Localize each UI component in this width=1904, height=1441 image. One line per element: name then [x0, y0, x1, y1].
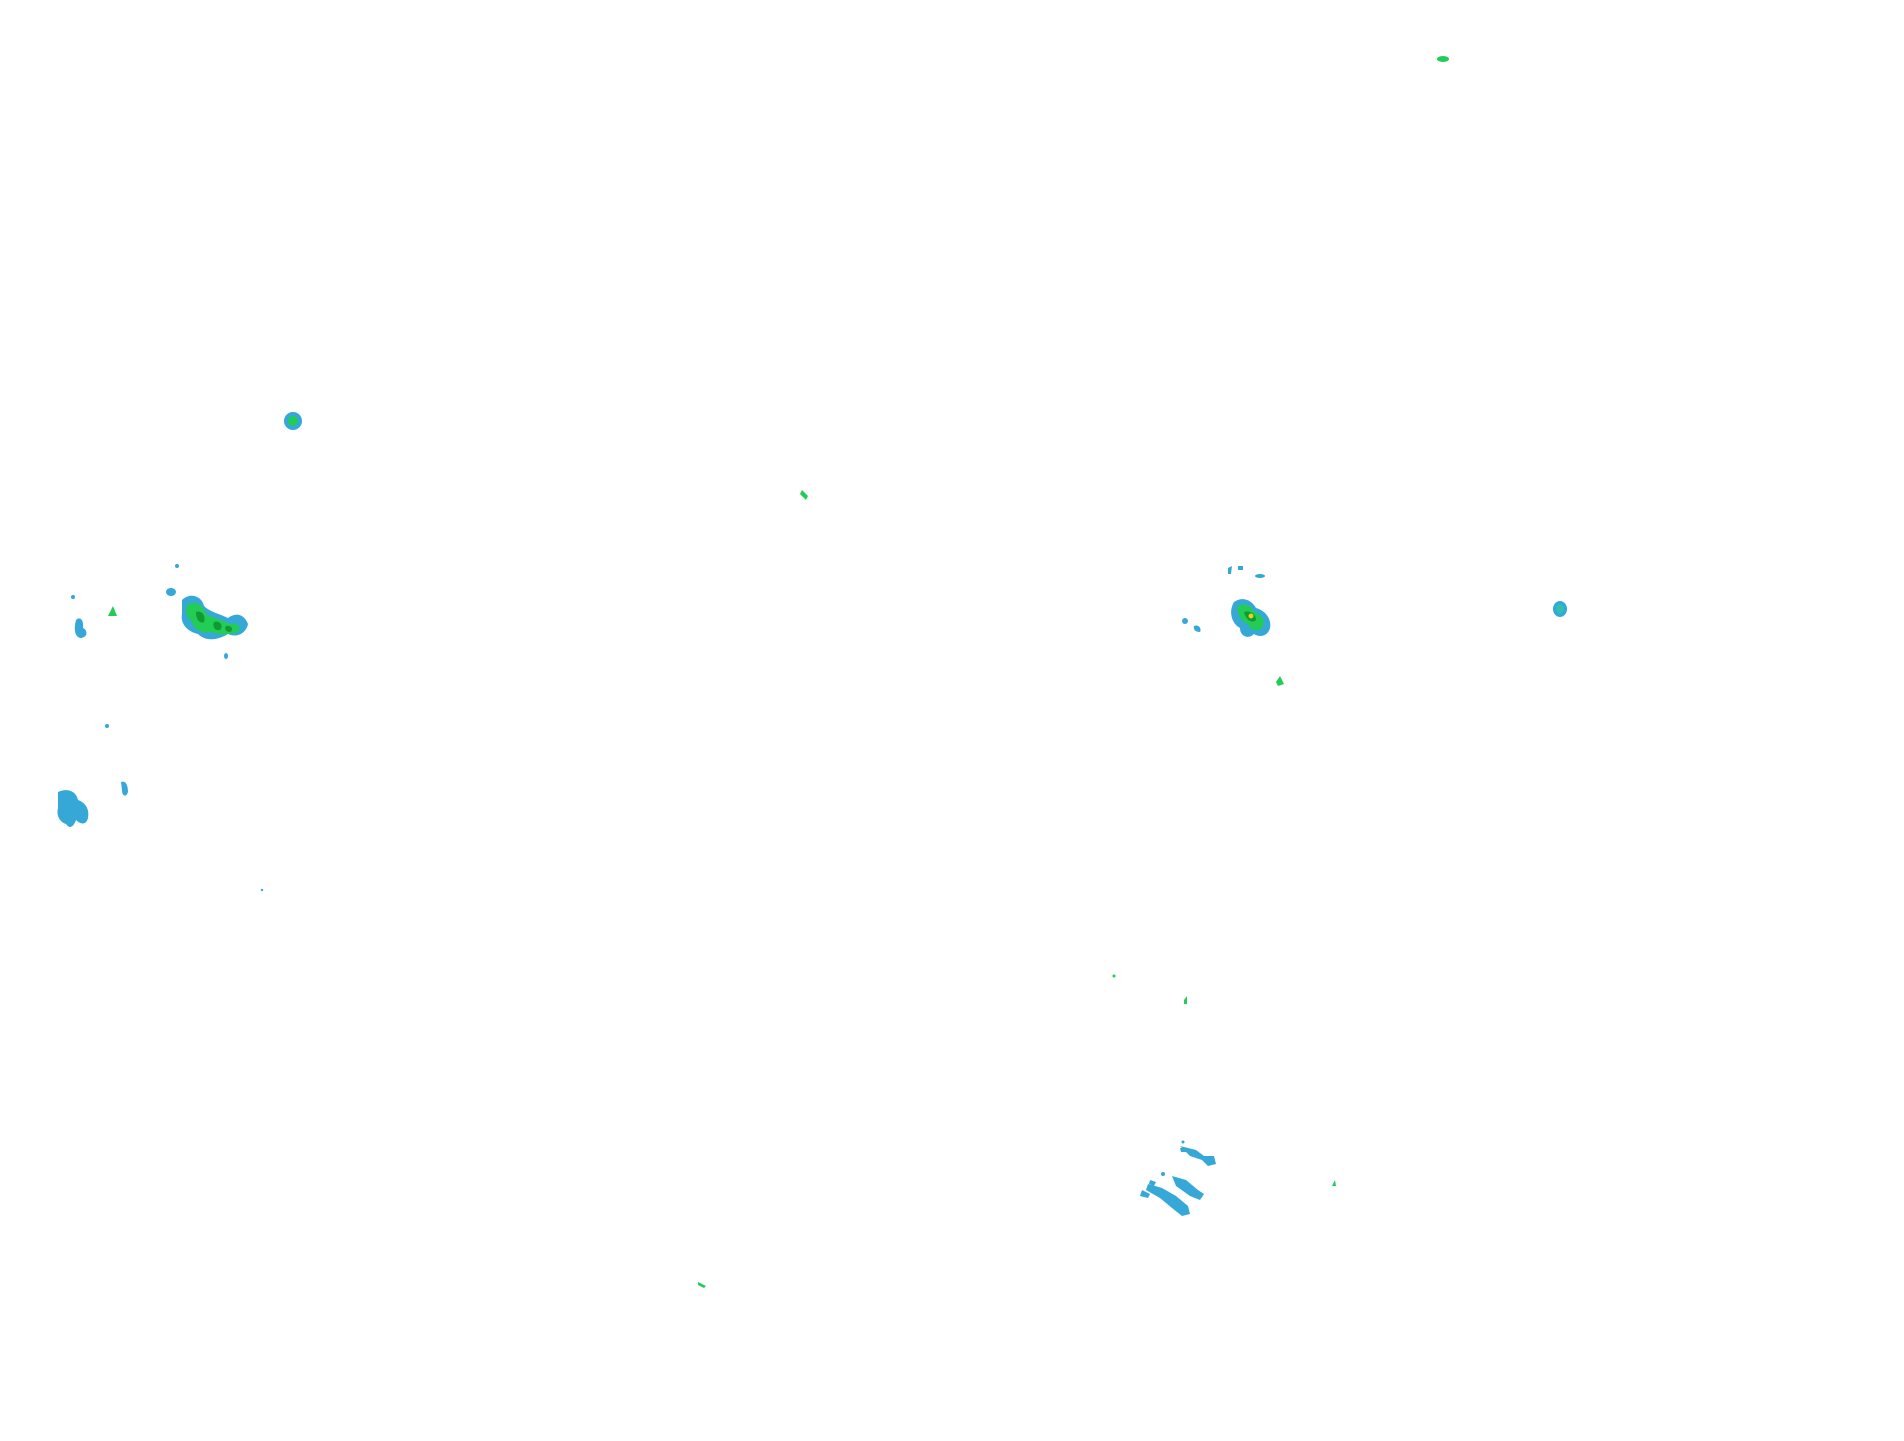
precip-streak-central: [800, 490, 808, 500]
precip-cell-west-specks: [71, 564, 264, 892]
precip-cell-west-small-top: [284, 412, 302, 430]
precip-band-southeast: [1140, 1140, 1216, 1216]
precip-cell-west-lower: [57, 790, 89, 827]
precip-cell-northeast-speck: [1437, 56, 1449, 62]
precip-streak-south: [698, 1282, 706, 1288]
precip-cell-east-main: [1231, 599, 1271, 637]
precip-cell-east-isolated: [1553, 601, 1567, 617]
precip-cell-west-main: [181, 595, 248, 640]
precip-cell-east-specks: [1112, 566, 1336, 1186]
